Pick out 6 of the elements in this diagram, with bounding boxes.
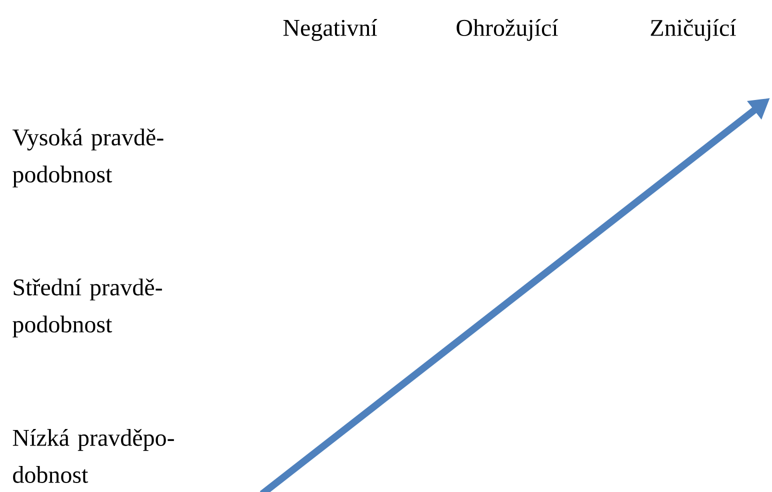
column-header: Negativní — [283, 19, 378, 41]
row-label: Střední pravdě- podobnost — [12, 278, 162, 338]
column-header: Zničující — [650, 19, 736, 41]
row-label: Nízká pravděpo- dobnost — [12, 429, 174, 483]
row-label: Vysoká pravdě- podobnost — [12, 128, 164, 188]
column-header: Ohrožující — [456, 19, 558, 41]
